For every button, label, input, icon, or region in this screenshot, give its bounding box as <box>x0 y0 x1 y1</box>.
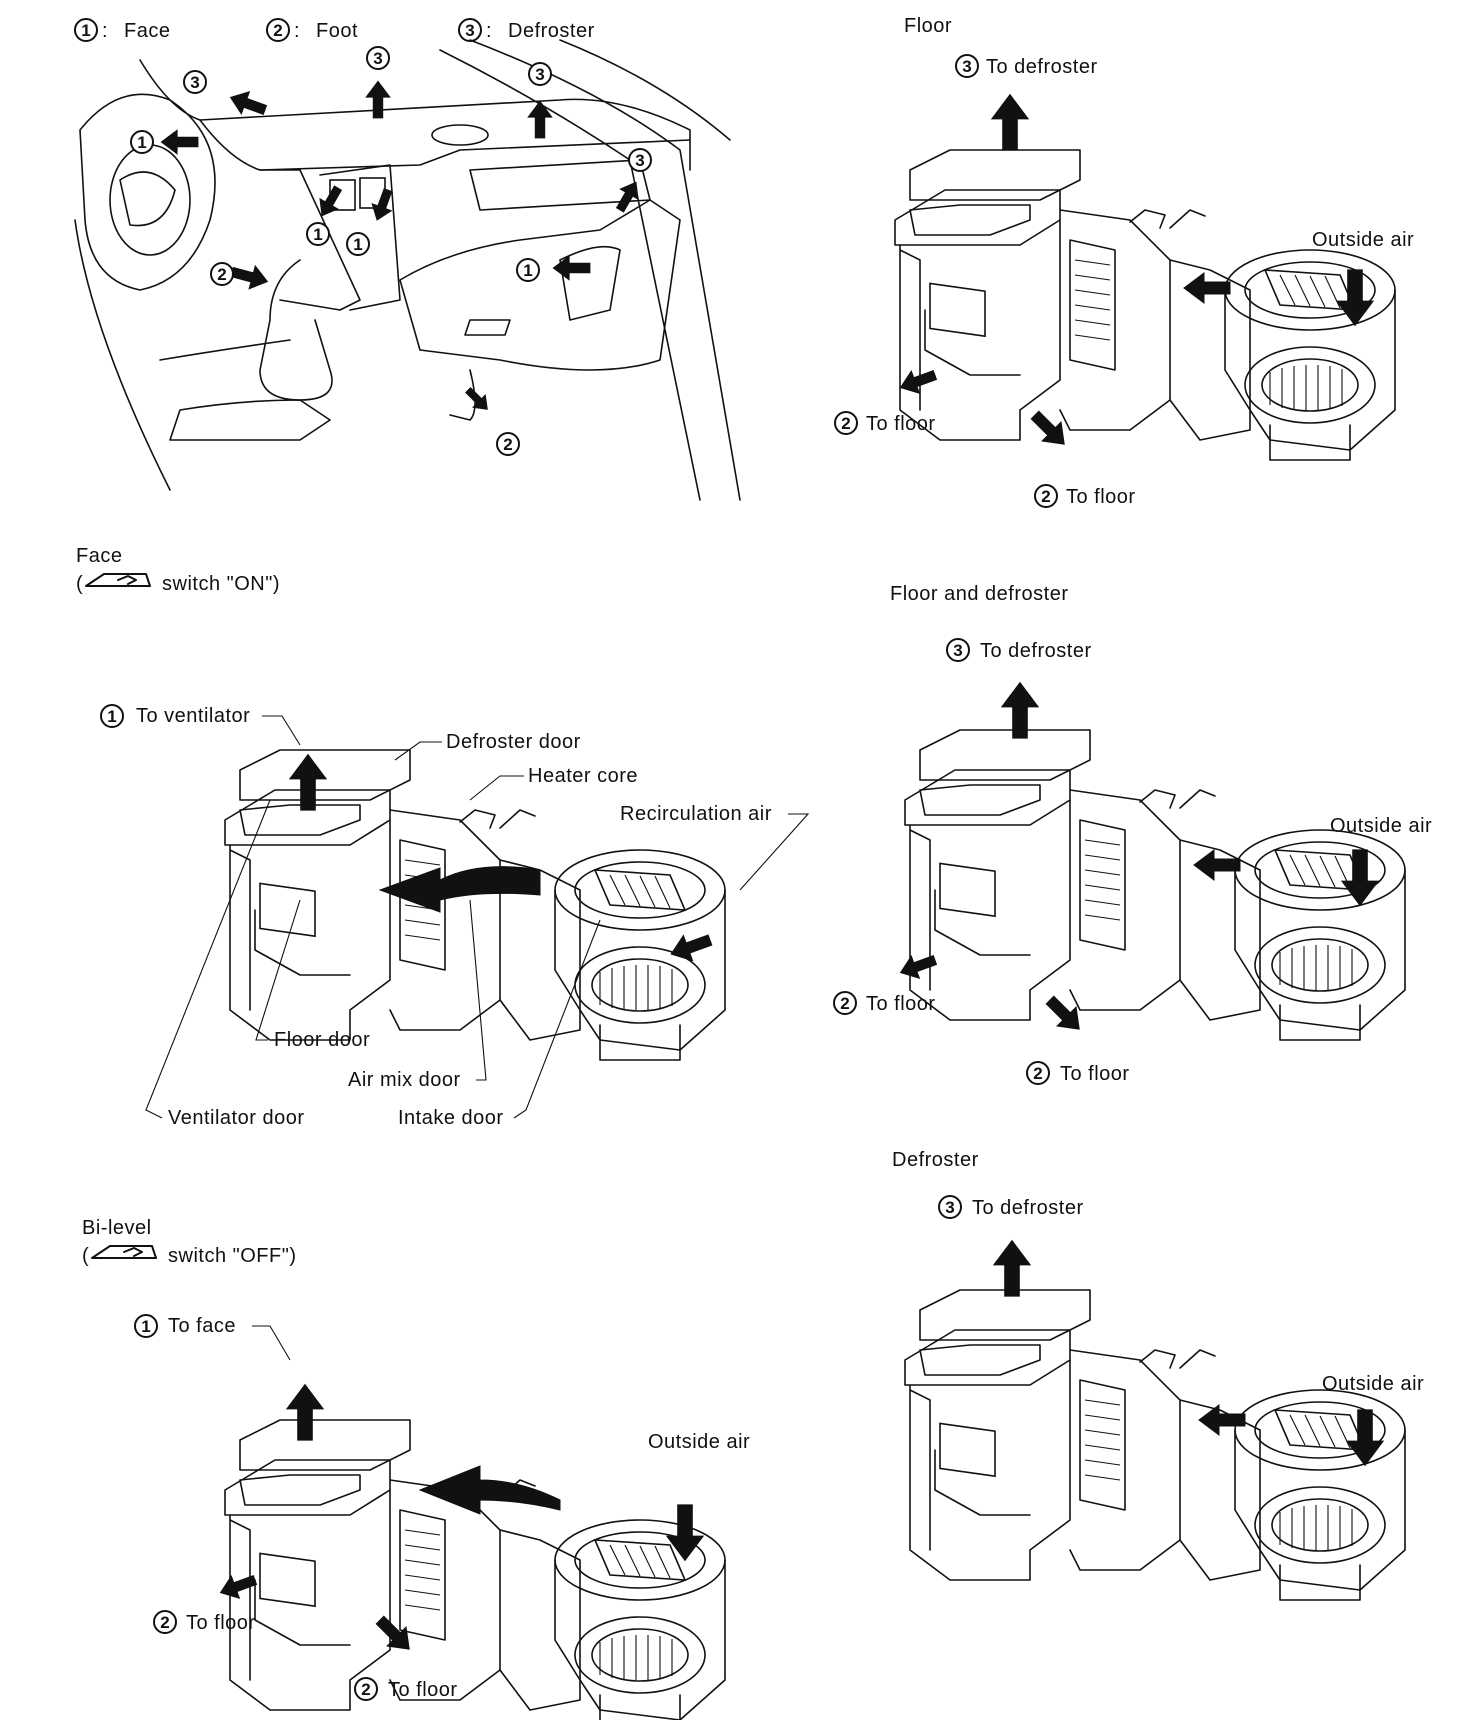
face-floor-door: Floor door <box>274 1029 370 1051</box>
face-ventilator-door: Ventilator door <box>168 1107 304 1129</box>
svg-text:3: 3 <box>953 641 962 660</box>
svg-text:(: ( <box>82 1245 89 1267</box>
svg-text::: : <box>294 20 300 42</box>
face-air-mix-door: Air mix door <box>348 1069 461 1091</box>
svg-text:3: 3 <box>945 1198 954 1217</box>
bilevel-panel: Bi-level ( switch "OFF") 1 To face Outsi… <box>82 1217 750 1720</box>
svg-text:3: 3 <box>635 151 644 170</box>
svg-text:2: 2 <box>160 1613 169 1632</box>
legend-foot: Foot <box>316 20 358 42</box>
legend: 1 : Face 2 : Foot 3 : Defroster <box>74 18 595 42</box>
legend-num-2: 2 <box>273 21 282 40</box>
face-defroster-door: Defroster door <box>446 731 581 753</box>
svg-text:3: 3 <box>373 49 382 68</box>
legend-num-1: 1 <box>81 21 90 40</box>
defroster-title: Defroster <box>892 1149 979 1171</box>
svg-text:2: 2 <box>1033 1064 1042 1083</box>
bilevel-switch-label: switch "OFF") <box>168 1245 296 1267</box>
floor-to-floor-b: To floor <box>1066 486 1136 508</box>
svg-text::: : <box>102 20 108 42</box>
bilevel-to-face: To face <box>168 1315 236 1337</box>
face-switch-label: switch "ON") <box>162 573 280 595</box>
bilevel-title: Bi-level <box>82 1217 152 1239</box>
floor-defroster-outside-air: Outside air <box>1330 815 1432 837</box>
svg-text:1: 1 <box>353 235 362 254</box>
mode-switch-icon <box>85 573 151 587</box>
floor-defroster-title: Floor and defroster <box>890 583 1068 605</box>
floor-defroster-to-floor-b: To floor <box>1060 1063 1130 1085</box>
bilevel-outside-air: Outside air <box>648 1431 750 1453</box>
svg-text::: : <box>486 20 492 42</box>
bilevel-to-floor-b: To floor <box>388 1679 458 1701</box>
face-recirculation-air: Recirculation air <box>620 803 772 825</box>
floor-to-defroster: To defroster <box>986 56 1098 78</box>
defroster-outside-air: Outside air <box>1322 1373 1424 1395</box>
face-intake-door: Intake door <box>398 1107 504 1129</box>
svg-text:2: 2 <box>840 994 849 1013</box>
mode-switch-icon <box>91 1245 157 1259</box>
svg-text:3: 3 <box>535 65 544 84</box>
face-to-ventilator: To ventilator <box>136 705 250 727</box>
face-heater-core: Heater core <box>528 765 638 787</box>
legend-num-3: 3 <box>465 21 474 40</box>
dashboard-panel: 1 : Face 2 : Foot 3 : Defroster <box>74 18 741 501</box>
legend-defroster: Defroster <box>508 20 595 42</box>
svg-text:3: 3 <box>190 73 199 92</box>
svg-text:3: 3 <box>962 57 971 76</box>
floor-title: Floor <box>904 15 952 37</box>
floor-panel: Floor 3 To defroster Outside air 2 To fl… <box>834 15 1414 508</box>
defroster-to-defroster: To defroster <box>972 1197 1084 1219</box>
floor-outside-air: Outside air <box>1312 229 1414 251</box>
face-panel: Face ( switch "ON") 1 To ventilator Defr… <box>76 545 810 1129</box>
dashboard-drawing <box>74 39 741 501</box>
svg-text:2: 2 <box>503 435 512 454</box>
svg-text:1: 1 <box>107 707 116 726</box>
svg-text:2: 2 <box>361 1680 370 1699</box>
svg-text:1: 1 <box>523 261 532 280</box>
svg-text:(: ( <box>76 573 83 595</box>
svg-text:1: 1 <box>313 225 322 244</box>
svg-text:2: 2 <box>1041 487 1050 506</box>
svg-text:1: 1 <box>141 1317 150 1336</box>
bilevel-to-floor-a: To floor <box>186 1612 256 1634</box>
floor-defroster-to-defroster: To defroster <box>980 640 1092 662</box>
defroster-panel: Defroster 3 To defroster Outside air <box>892 1149 1424 1601</box>
floor-defroster-to-floor-a: To floor <box>866 993 936 1015</box>
face-title: Face <box>76 545 122 567</box>
floor-defroster-panel: Floor and defroster 3 To defroster Outsi… <box>833 583 1432 1085</box>
svg-text:2: 2 <box>841 414 850 433</box>
legend-face: Face <box>124 20 170 42</box>
floor-to-floor-a: To floor <box>866 413 936 435</box>
svg-text:2: 2 <box>217 265 226 284</box>
svg-text:1: 1 <box>137 133 146 152</box>
dashboard-arrows: 3 3 3 3 1 1 1 1 2 2 <box>130 46 652 456</box>
